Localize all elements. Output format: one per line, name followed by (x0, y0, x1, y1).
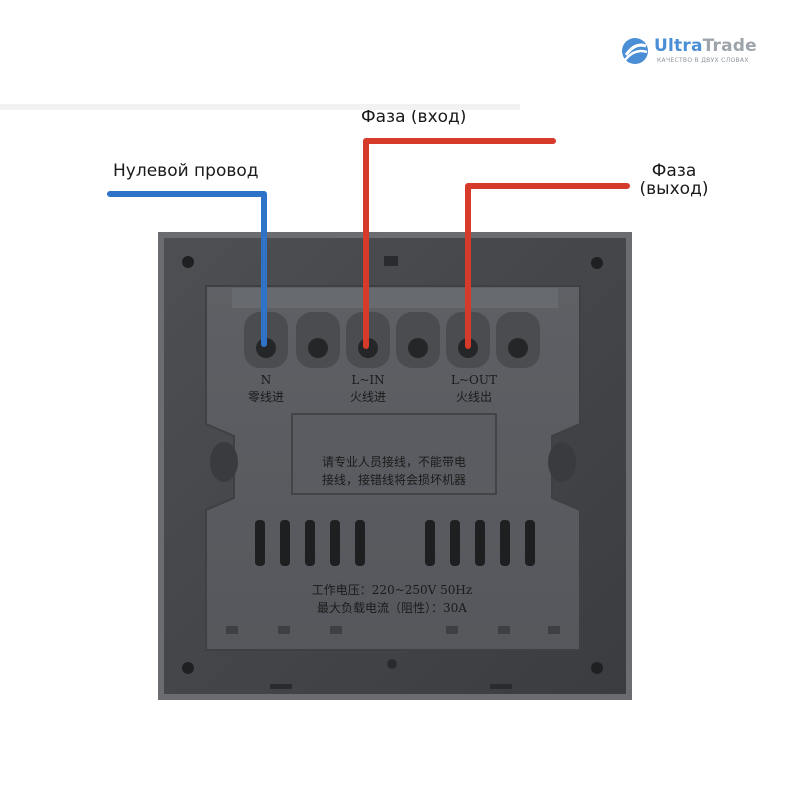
label-neutral-wire: Нулевой провод (113, 161, 259, 181)
terminal-empty-3 (496, 312, 540, 368)
label-phase-in: Фаза (вход) (361, 107, 467, 127)
phase-in-wire (363, 138, 556, 349)
ultratrade-logo-icon (622, 38, 648, 64)
warning-plate: 请专业人员接线，不能带电 接线，接错线将会损坏机器 (291, 413, 497, 495)
terminal-lin-cn: 火线进 (350, 390, 386, 404)
mounting-hole-icon (182, 256, 194, 268)
brand-logo: UltraTrade КАЧЕСТВО В ДВУХ СЛОВАХ (620, 34, 790, 72)
terminal-lout-cn: 火线出 (456, 390, 492, 404)
brand-name-part2: Trade (702, 36, 757, 56)
screw-icon (308, 338, 328, 358)
label-phase-out-line2: (выход) (639, 179, 709, 199)
terminal-empty-1 (296, 312, 340, 368)
terminal-n-code: N (261, 373, 272, 387)
terminal-n-cn: 零线进 (248, 390, 284, 404)
mounting-hole-icon (591, 662, 603, 674)
vent-slots (255, 520, 535, 566)
terminal-lin-code: L~IN (351, 373, 384, 387)
brand-name-part1: Ultra (654, 36, 703, 56)
spec-voltage: 工作电压：220~250V 50Hz (312, 583, 472, 597)
phase-out-wire (465, 183, 630, 349)
label-phase-out: Фаза (выход) (632, 162, 716, 198)
mounting-hole-icon (591, 257, 603, 269)
screw-icon (408, 338, 428, 358)
warning-line1: 请专业人员接线，不能带电 (322, 454, 466, 469)
spec-current: 最大负载电流（阻性）：30A (317, 601, 467, 615)
mounting-hole-icon (182, 662, 194, 674)
terminal-empty-2 (396, 312, 440, 368)
brand-name: UltraTrade (654, 36, 757, 56)
terminal-lout-code: L~OUT (451, 373, 497, 387)
warning-line2: 接线，接错线将会损坏机器 (322, 472, 466, 487)
brand-tagline: КАЧЕСТВО В ДВУХ СЛОВАХ (657, 57, 749, 64)
screw-icon (508, 338, 528, 358)
label-phase-out-line1: Фаза (651, 161, 697, 181)
terminal-block (244, 312, 540, 368)
neutral-wire (107, 191, 267, 347)
